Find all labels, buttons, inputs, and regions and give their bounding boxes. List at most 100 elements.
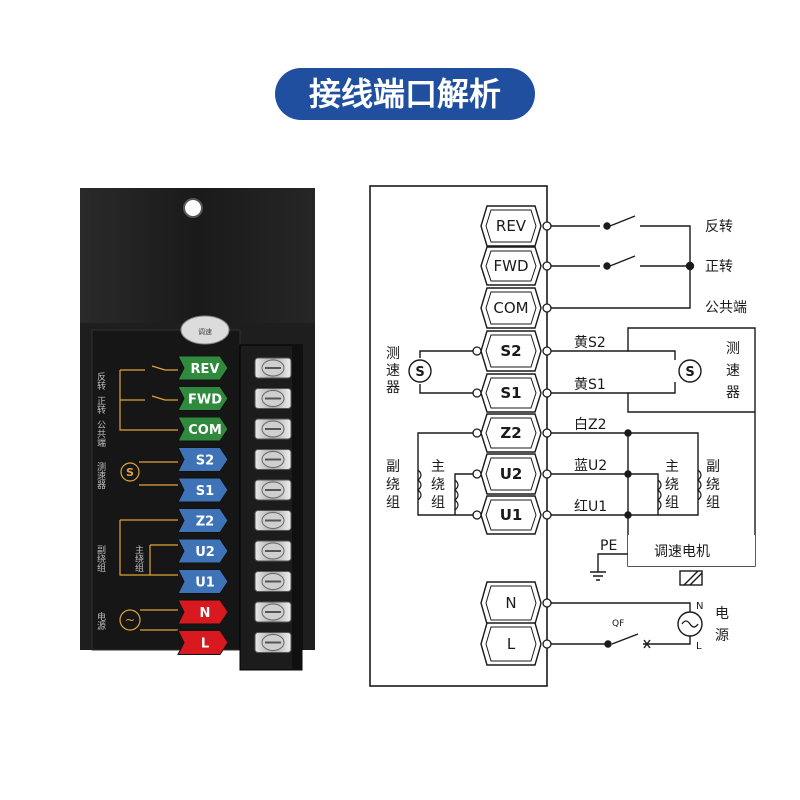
- terminal-label: S2: [500, 342, 521, 360]
- panel-label-power: 电源: [95, 611, 106, 631]
- ground-symbol: [590, 553, 628, 581]
- screw-terminal[interactable]: [254, 571, 292, 592]
- vertical-char: 器: [386, 380, 400, 396]
- terminal-label: U1: [500, 506, 523, 524]
- device-tag-s2: S2: [177, 447, 229, 472]
- panel-ac-symbol: ~: [125, 613, 135, 627]
- terminal-fwd: FWD: [480, 246, 552, 286]
- screw-terminal[interactable]: [254, 418, 292, 440]
- main-winding-left-label: 主绕组: [431, 459, 445, 511]
- panel-labels: 反转 正转 公共端 测速器 副绕组 主绕组 电源: [95, 372, 144, 631]
- tacho-left-label: 测速器: [386, 346, 400, 396]
- device-tag-label: S1: [196, 484, 214, 499]
- emblem-text: 调速: [198, 327, 212, 336]
- tacho-left-symbol: S: [415, 365, 424, 380]
- screw-terminal[interactable]: [254, 357, 292, 379]
- terminal-screws: [254, 357, 292, 653]
- motor-emblem: [679, 570, 703, 586]
- terminal-u1: U1: [472, 495, 552, 535]
- screw-terminal[interactable]: [254, 601, 292, 623]
- label-qf: QF: [612, 619, 624, 629]
- terminal-com: COM: [480, 287, 552, 329]
- vertical-char: 副: [706, 459, 720, 475]
- panel-label-common: 公共端: [95, 420, 106, 448]
- screw-terminal[interactable]: [254, 388, 292, 409]
- diagram-labels: 反转 正转 公共端 黄S2 黄S1 白Z2 蓝U2 红U1 PE 调速电机 QF…: [415, 219, 747, 652]
- vertical-char: 速: [726, 363, 740, 379]
- vertical-char: 主: [431, 459, 445, 475]
- vertical-char: 绕: [665, 477, 679, 493]
- mount-hole: [183, 198, 203, 218]
- power-label: 电源: [715, 606, 729, 644]
- aux-winding-left-label: 副绕组: [386, 459, 400, 511]
- vertical-char: 源: [715, 628, 729, 644]
- vertical-char: 组: [386, 495, 400, 511]
- vertical-char: 副: [386, 459, 400, 475]
- label-common: 公共端: [705, 300, 747, 316]
- motor-box: [628, 535, 755, 566]
- label-u1: 红U1: [574, 499, 607, 515]
- device-tag-label: U2: [195, 545, 215, 560]
- label-l: L: [696, 641, 702, 652]
- main-winding-right-label: 主绕组: [665, 459, 679, 511]
- label-z2: 白Z2: [574, 417, 607, 433]
- vertical-char: 绕: [431, 477, 445, 493]
- device-tag-label: COM: [188, 423, 222, 438]
- device-tag-u1: U1: [177, 569, 229, 594]
- terminal-label: Z2: [500, 424, 521, 442]
- label-pe: PE: [600, 538, 617, 554]
- label-u2: 蓝U2: [574, 458, 607, 474]
- device-tag-label: N: [200, 606, 211, 621]
- device-tag-fwd: FWD: [177, 386, 229, 411]
- terminal-label: L: [507, 635, 516, 653]
- device-tag-l: L: [177, 630, 229, 655]
- tacho-right-symbol: S: [685, 365, 694, 380]
- terminal-u2: U2: [472, 453, 552, 495]
- label-n: N: [696, 601, 703, 612]
- device-tag-label: L: [201, 637, 209, 652]
- tacho-right-label: 测速器: [726, 341, 740, 401]
- panel-label-reverse: 反转: [95, 372, 106, 391]
- terminal-label: S1: [500, 384, 521, 402]
- label-forward: 正转: [705, 259, 733, 275]
- terminal-n: N: [480, 581, 552, 625]
- wiring-diagram: [369, 185, 756, 687]
- vertical-char: 主: [665, 459, 679, 475]
- terminal-l: L: [480, 622, 552, 666]
- label-s2: 黄S2: [574, 334, 606, 351]
- terminal-rev: REV: [480, 205, 552, 247]
- device-tag-com: COM: [177, 416, 229, 442]
- vertical-char: 测: [726, 341, 740, 357]
- screw-terminal[interactable]: [254, 479, 292, 501]
- device-tag-label: S2: [196, 454, 214, 469]
- vertical-char: 测: [386, 346, 400, 362]
- terminal-label: U2: [500, 465, 523, 483]
- label-reverse: 反转: [705, 219, 733, 235]
- panel-tacho-s: S: [126, 466, 134, 479]
- screw-terminal[interactable]: [254, 510, 292, 531]
- screw-terminal[interactable]: [254, 540, 292, 562]
- vertical-char: 器: [726, 385, 740, 401]
- device-tag-u2: U2: [177, 538, 229, 564]
- page-title: 接线端口解析: [309, 75, 501, 113]
- aux-winding-right-label: 副绕组: [706, 459, 720, 511]
- terminal-label: FWD: [493, 257, 528, 275]
- vertical-char: 电: [715, 606, 729, 622]
- vertical-char: 组: [431, 495, 445, 511]
- device-tag-label: REV: [191, 362, 220, 377]
- label-motor: 调速电机: [654, 544, 710, 560]
- speed-knob-emblem: [180, 315, 230, 345]
- controller-photo: 调速 反转 正转 公共端 测速器 副绕组 主绕组 电源 S ~ REV FWD CO…: [80, 188, 315, 671]
- screw-terminal[interactable]: [254, 632, 292, 653]
- label-s1: 黄S1: [574, 376, 606, 393]
- panel-lines: [119, 365, 178, 631]
- terminal-label: COM: [493, 299, 528, 317]
- panel-label-main: 主绕组: [133, 544, 144, 572]
- terminal-label: REV: [496, 217, 527, 235]
- screw-terminal[interactable]: [254, 449, 292, 470]
- panel-label-tacho: 测速器: [95, 462, 106, 489]
